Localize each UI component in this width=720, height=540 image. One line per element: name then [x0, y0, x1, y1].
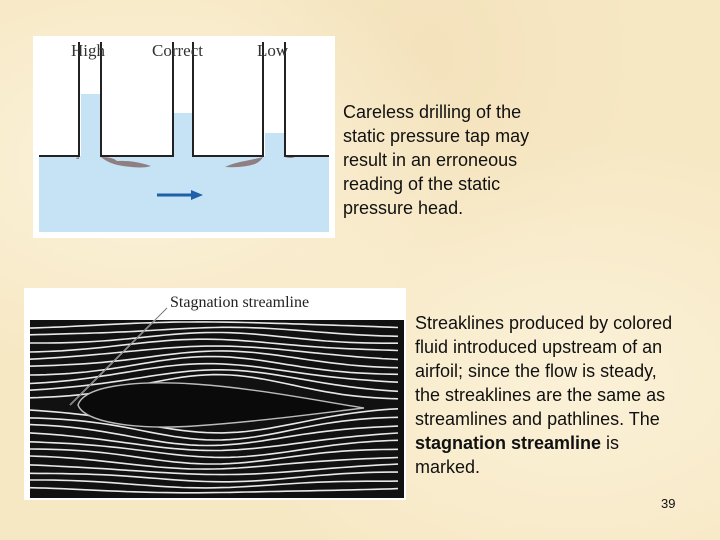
label-high: High [71, 41, 106, 60]
caption-streaklines: Streaklines produced by colored fluid in… [415, 311, 675, 479]
streakline [29, 369, 399, 393]
streakline [29, 416, 399, 441]
label-correct: Correct [152, 41, 203, 60]
streakline-figure: Stagnation streamline [24, 288, 406, 500]
streakline [30, 479, 399, 489]
channel-walls [39, 42, 329, 157]
streakline [29, 321, 399, 329]
pressure-tap-diagram: High Correct Low [39, 41, 329, 232]
streaklines [29, 321, 399, 494]
streakline [29, 350, 399, 369]
streakline [29, 423, 399, 447]
streakline [29, 326, 399, 338]
streakline [29, 448, 399, 465]
streakline [29, 471, 398, 483]
pressure-tap-figure: High Correct Low [33, 36, 335, 238]
caption-text-before: Streaklines produced by colored fluid in… [415, 313, 673, 429]
streakline [29, 362, 399, 385]
streakline [29, 355, 399, 376]
label-stagnation-streamline: Stagnation streamline [170, 294, 309, 311]
streakline [29, 432, 399, 452]
streakline [30, 331, 398, 344]
tube-correct-water [173, 113, 193, 158]
streakline [29, 439, 399, 459]
streakline [29, 486, 399, 494]
caption-pressure-tap: Careless drilling of the static pressure… [343, 102, 530, 218]
caption-text-after: is marked. [415, 433, 620, 477]
tube-high-water [81, 94, 101, 158]
streakline [29, 455, 399, 470]
label-low: Low [257, 41, 289, 60]
flow-arrow-icon [157, 190, 203, 200]
streakline [29, 338, 399, 353]
page-number: 39 [661, 496, 676, 511]
burr-region-high [101, 157, 151, 168]
streakline-photo: Stagnation streamline [29, 294, 404, 498]
tube-low-water [265, 133, 285, 158]
streakline [29, 345, 399, 361]
burr-region-low [225, 157, 263, 168]
caption-bold-term: stagnation streamline [415, 433, 602, 453]
airfoil [77, 382, 365, 428]
streakline [29, 463, 399, 476]
